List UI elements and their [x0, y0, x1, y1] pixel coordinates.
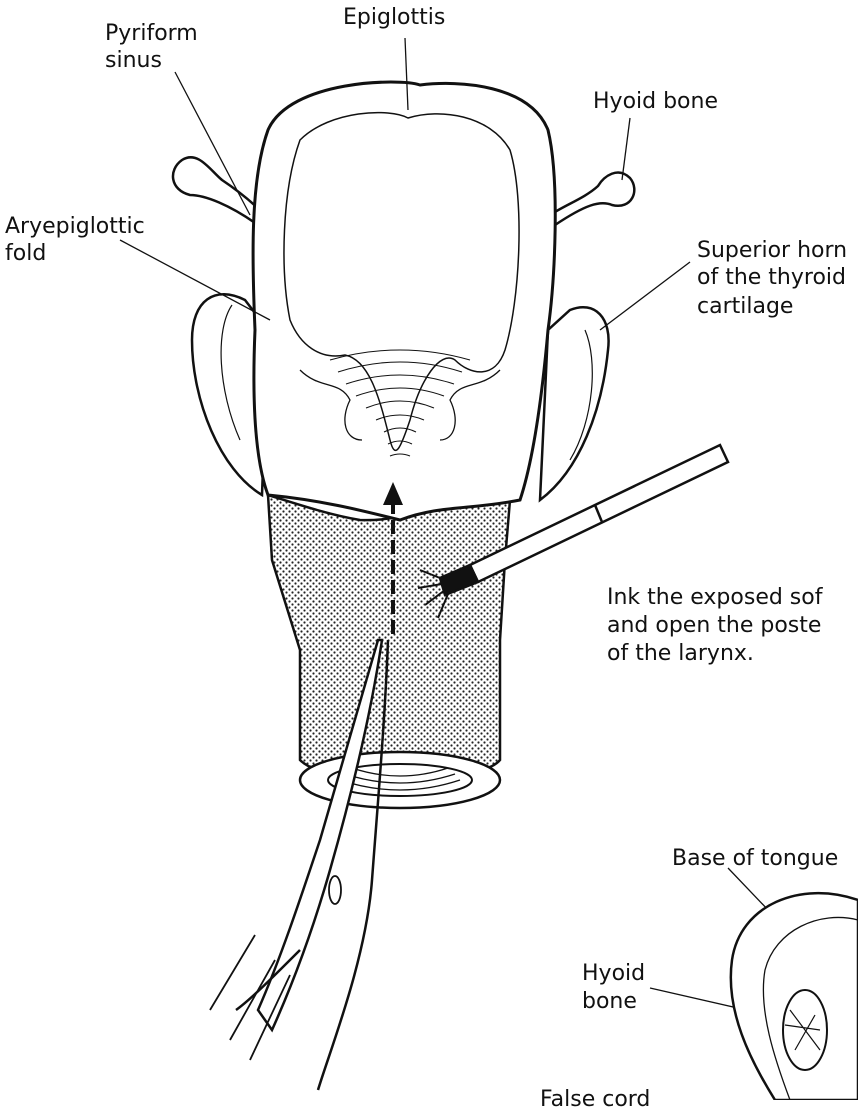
instruction-line3: of the larynx. [607, 641, 754, 666]
label-superior-horn-line3: cartilage [697, 294, 794, 319]
posterior-soft-tissue [266, 493, 512, 782]
forceps-instrument [209, 638, 390, 1091]
instruction-line1: Ink the exposed sof [607, 585, 823, 610]
label-superior-horn-line2: of the thyroid [697, 265, 846, 290]
trachea-opening [298, 750, 502, 810]
thyroid-lobe-left [190, 293, 270, 498]
label-pyriform-sinus-line1: Pyriform [105, 21, 198, 46]
label-superior-horn-line1: Superior horn [697, 238, 848, 263]
opening-arrow [383, 482, 403, 640]
thyroid-lobe-right [538, 306, 610, 503]
label-aryepiglottic-line2: fold [5, 241, 47, 266]
label-hyoid-small-line2: bone [582, 989, 637, 1014]
ink-brush [417, 443, 730, 619]
hyoid-bone-right [548, 171, 636, 227]
label-pyriform-sinus-line2: sinus [105, 48, 162, 73]
label-aryepiglottic-line1: Aryepiglottic [5, 214, 145, 239]
label-hyoid-bone: Hyoid bone [593, 89, 718, 114]
leader-lines [119, 37, 791, 1021]
label-hyoid-small-line1: Hyoid [582, 961, 646, 986]
label-base-of-tongue: Base of tongue [672, 846, 839, 871]
hyoid-bone-left [171, 156, 267, 227]
inset-tongue-section [729, 891, 858, 1100]
instruction-line2: and open the poste [607, 613, 822, 638]
epiglottis [251, 80, 557, 522]
label-epiglottis: Epiglottis [343, 5, 446, 30]
